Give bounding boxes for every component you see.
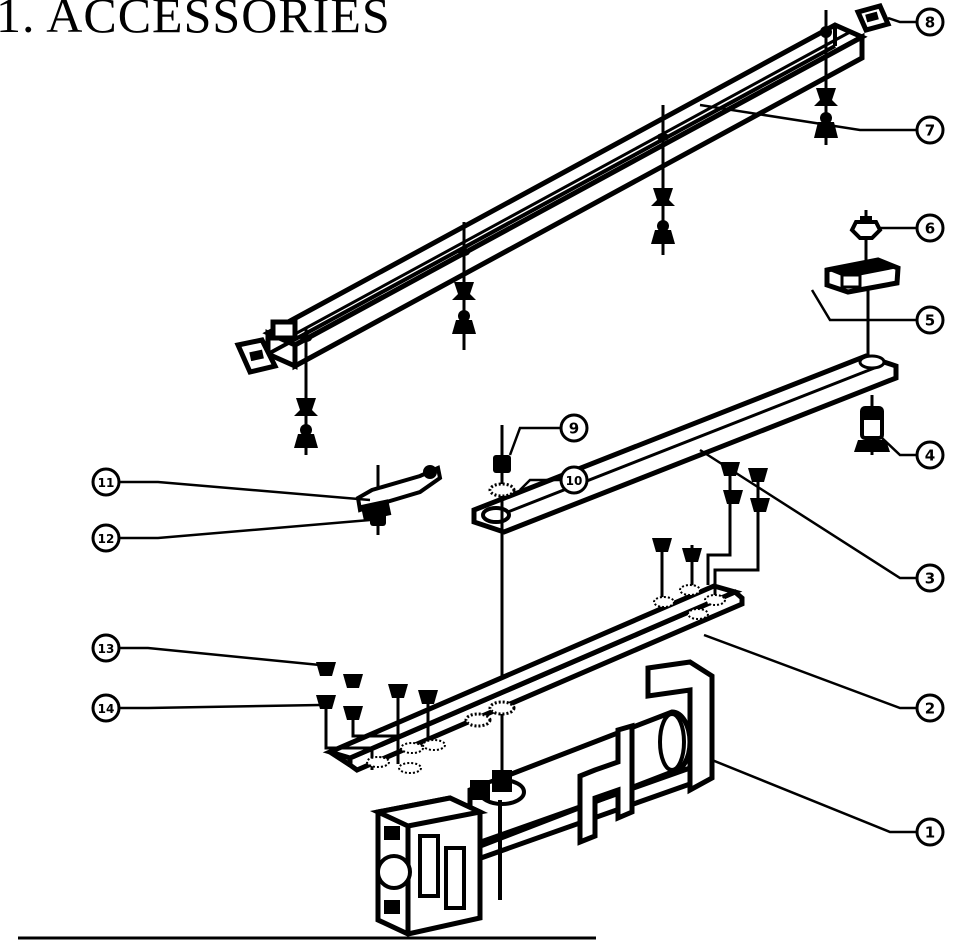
svg-text:11: 11 <box>98 476 115 490</box>
callout-1: 1 <box>915 817 945 847</box>
plate-screws-left <box>316 662 446 774</box>
callout-2: 2 <box>915 693 945 723</box>
callout-13: 13 <box>91 633 121 663</box>
callout-4: 4 <box>915 440 945 470</box>
svg-text:6: 6 <box>925 220 935 238</box>
end-cap-left <box>234 319 298 375</box>
callout-5: 5 <box>915 305 945 335</box>
callout-12: 12 <box>91 523 121 553</box>
svg-text:10: 10 <box>566 474 583 488</box>
svg-text:3: 3 <box>925 570 935 588</box>
svg-text:2: 2 <box>925 700 935 718</box>
plate-screws-right <box>652 462 770 620</box>
end-cap-right <box>854 3 892 33</box>
svg-text:9: 9 <box>569 420 579 438</box>
callout-7: 7 <box>915 115 945 145</box>
callout-3: 3 <box>915 563 945 593</box>
svg-text:1: 1 <box>925 824 935 842</box>
slide-block <box>824 257 901 365</box>
svg-text:12: 12 <box>98 532 115 546</box>
leader-lines <box>120 16 916 834</box>
callout-11: 11 <box>91 467 121 497</box>
page-title: 1. ACCESSORIES <box>0 0 391 43</box>
closer-body <box>369 659 715 937</box>
parallel-bracket <box>355 465 443 535</box>
svg-text:13: 13 <box>98 642 115 656</box>
slide-rail-track <box>262 22 868 371</box>
mounting-plate <box>322 583 745 773</box>
callout-8: 8 <box>915 7 945 37</box>
svg-text:14: 14 <box>98 702 115 716</box>
door-closer-arm <box>471 353 899 535</box>
svg-text:8: 8 <box>925 14 935 32</box>
svg-text:5: 5 <box>925 312 935 330</box>
callout-14: 14 <box>91 693 121 723</box>
callout-6: 6 <box>915 213 945 243</box>
track-mounting-screws <box>294 10 838 455</box>
callout-10: 10 <box>559 465 589 495</box>
svg-text:7: 7 <box>925 122 935 140</box>
arm-bolt <box>854 395 890 455</box>
callout-9: 9 <box>559 413 589 443</box>
pinion-screw-and-washer <box>488 425 516 790</box>
svg-text:4: 4 <box>925 447 935 465</box>
top-nut <box>849 210 883 270</box>
